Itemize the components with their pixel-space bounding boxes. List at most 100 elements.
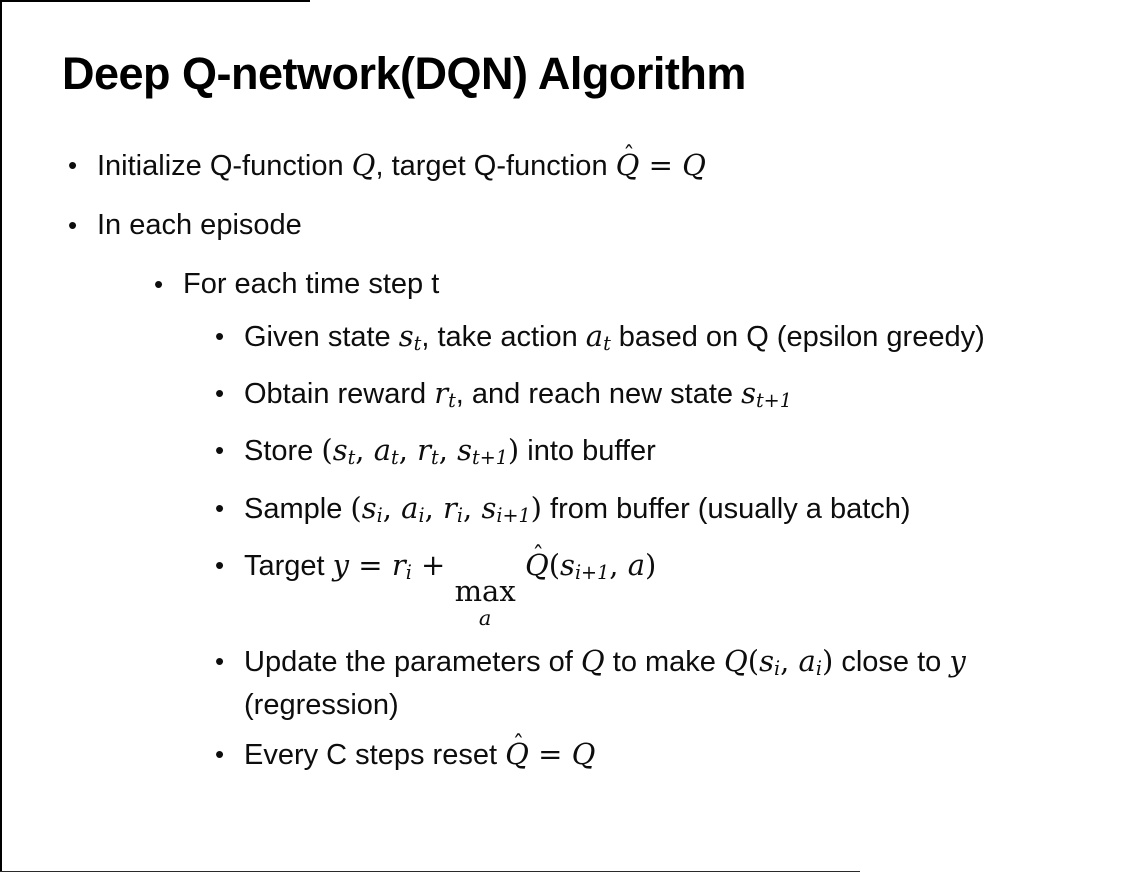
bullet-item: • Sample (si, ai, ri, si+1) from buffer (… bbox=[0, 490, 1110, 534]
bullet-dot: • bbox=[215, 321, 225, 351]
math-segment: ) bbox=[507, 433, 520, 468]
bullet-item: •Initialize Q-function Q, target Q-funct… bbox=[0, 141, 1110, 184]
text-segment: into buffer bbox=[519, 435, 656, 468]
math-segment: , bbox=[355, 433, 374, 468]
bullet-dot: • bbox=[215, 435, 225, 466]
bullet-dot: • bbox=[215, 378, 225, 409]
math-segment: , bbox=[609, 547, 628, 582]
bullet-item: •In each episode bbox=[0, 207, 1110, 243]
text-segment: Initialize Q-function bbox=[97, 150, 352, 182]
bullet-item: • Obtain reward rt, and reach new state s… bbox=[0, 375, 1110, 419]
bullet-item: • Store (st, at, rt, st+1) into buffer bbox=[0, 432, 1110, 476]
bullet-dot: • bbox=[215, 645, 225, 676]
math-segment: ( bbox=[321, 433, 333, 468]
math-segment: ( bbox=[350, 490, 362, 525]
math-segment: , bbox=[780, 643, 799, 678]
math-segment: si+1 bbox=[560, 547, 610, 585]
math-segment: ai bbox=[401, 490, 425, 527]
text-segment: Sample bbox=[244, 492, 351, 525]
math-segment: rt bbox=[417, 433, 439, 470]
math-segment: ( bbox=[548, 547, 561, 582]
text-segment: , and reach new state bbox=[455, 378, 742, 411]
bullet-text: For each time step t bbox=[183, 266, 1110, 302]
bullet-text: Sample (si, ai, ri, si+1) from buffer (u… bbox=[244, 490, 1110, 534]
math-segment: , bbox=[463, 490, 482, 525]
slide-border-top bbox=[0, 0, 310, 2]
bullet-dot: • bbox=[68, 150, 78, 180]
math-segment: Q bbox=[682, 148, 706, 182]
math-segment: Q bbox=[351, 148, 376, 182]
bullet-text: Store (st, at, rt, st+1) into buffer bbox=[244, 432, 1110, 476]
math-segment: ( bbox=[747, 643, 760, 678]
text-segment: from buffer (usually a batch) bbox=[542, 492, 911, 525]
text-segment: to make bbox=[604, 645, 724, 678]
math-segment: ) bbox=[644, 547, 657, 582]
math-segment: a bbox=[627, 547, 645, 582]
math-segment: y bbox=[332, 547, 350, 582]
math-segment: Q bbox=[580, 643, 605, 678]
math-segment: , bbox=[424, 490, 444, 525]
math-segment: at bbox=[373, 433, 399, 470]
math-segment: Q bbox=[571, 737, 596, 772]
math-segment: y bbox=[949, 643, 966, 678]
slide-border-left bbox=[0, 0, 2, 872]
bullet-text: Given state st, take action at based on … bbox=[244, 318, 1110, 362]
math-segment: si+1 bbox=[481, 490, 531, 527]
math-segment: at bbox=[585, 319, 611, 356]
page-title: Deep Q-network(DQN) Algorithm bbox=[62, 48, 746, 99]
bullet-text: In each episode bbox=[97, 207, 1110, 243]
math-segment: st+1 bbox=[741, 376, 792, 413]
math-segment: st bbox=[398, 319, 422, 356]
math-segment: st bbox=[332, 433, 356, 470]
bullet-dot: • bbox=[215, 549, 225, 580]
math-segment bbox=[516, 548, 525, 582]
text-segment: close to bbox=[833, 645, 950, 678]
bullet-item: • Given state st, take action at based on… bbox=[0, 318, 1110, 362]
text-segment: Every C steps reset bbox=[244, 739, 506, 772]
text-segment: Store bbox=[244, 435, 322, 468]
math-segment: ai bbox=[798, 643, 822, 681]
bullet-list: •Initialize Q-function Q, target Q-funct… bbox=[0, 141, 1110, 786]
text-segment: In each episode bbox=[97, 209, 302, 241]
bullet-text: Update the parameters of Q to make Q(si,… bbox=[244, 643, 1110, 723]
math-segment: , bbox=[382, 490, 402, 525]
math-segment: = bbox=[349, 547, 392, 582]
math-segment: ri bbox=[391, 547, 412, 585]
math-segment: si bbox=[759, 643, 781, 681]
bullet-item: •Update the parameters of Q to make Q(si… bbox=[0, 643, 1110, 723]
math-segment: + bbox=[411, 547, 455, 582]
text-segment: , target Q-function bbox=[375, 150, 616, 182]
bullet-dot: • bbox=[215, 739, 225, 770]
text-segment: based on Q (epsilon greedy) bbox=[610, 321, 985, 353]
math-segment: = bbox=[639, 148, 683, 182]
math-segment: rt bbox=[434, 376, 456, 413]
math-segment: si bbox=[361, 490, 383, 527]
text-segment: Given state bbox=[244, 321, 399, 353]
math-segment: Q bbox=[723, 643, 748, 678]
text-segment: , take action bbox=[421, 321, 586, 353]
math-segment: ) bbox=[530, 490, 542, 525]
text-segment: Obtain reward bbox=[244, 378, 435, 411]
math-segment: , bbox=[438, 433, 458, 468]
bullet-text: Initialize Q-function Q, target Q-functi… bbox=[97, 141, 1110, 184]
math-segment: ) bbox=[821, 643, 834, 678]
math-segment: st+1 bbox=[457, 433, 508, 470]
math-segment: = bbox=[528, 737, 572, 772]
math-segment: ri bbox=[443, 490, 464, 527]
bullet-text: Obtain reward rt, and reach new state st… bbox=[244, 375, 1110, 419]
bullet-item: • For each time step t bbox=[0, 266, 1110, 302]
text-segment: Update the parameters of bbox=[244, 645, 581, 678]
bullet-dot: • bbox=[215, 492, 225, 523]
text-segment: Target bbox=[244, 549, 333, 582]
bullet-dot: • bbox=[154, 269, 164, 299]
math-segment: , bbox=[398, 433, 418, 468]
